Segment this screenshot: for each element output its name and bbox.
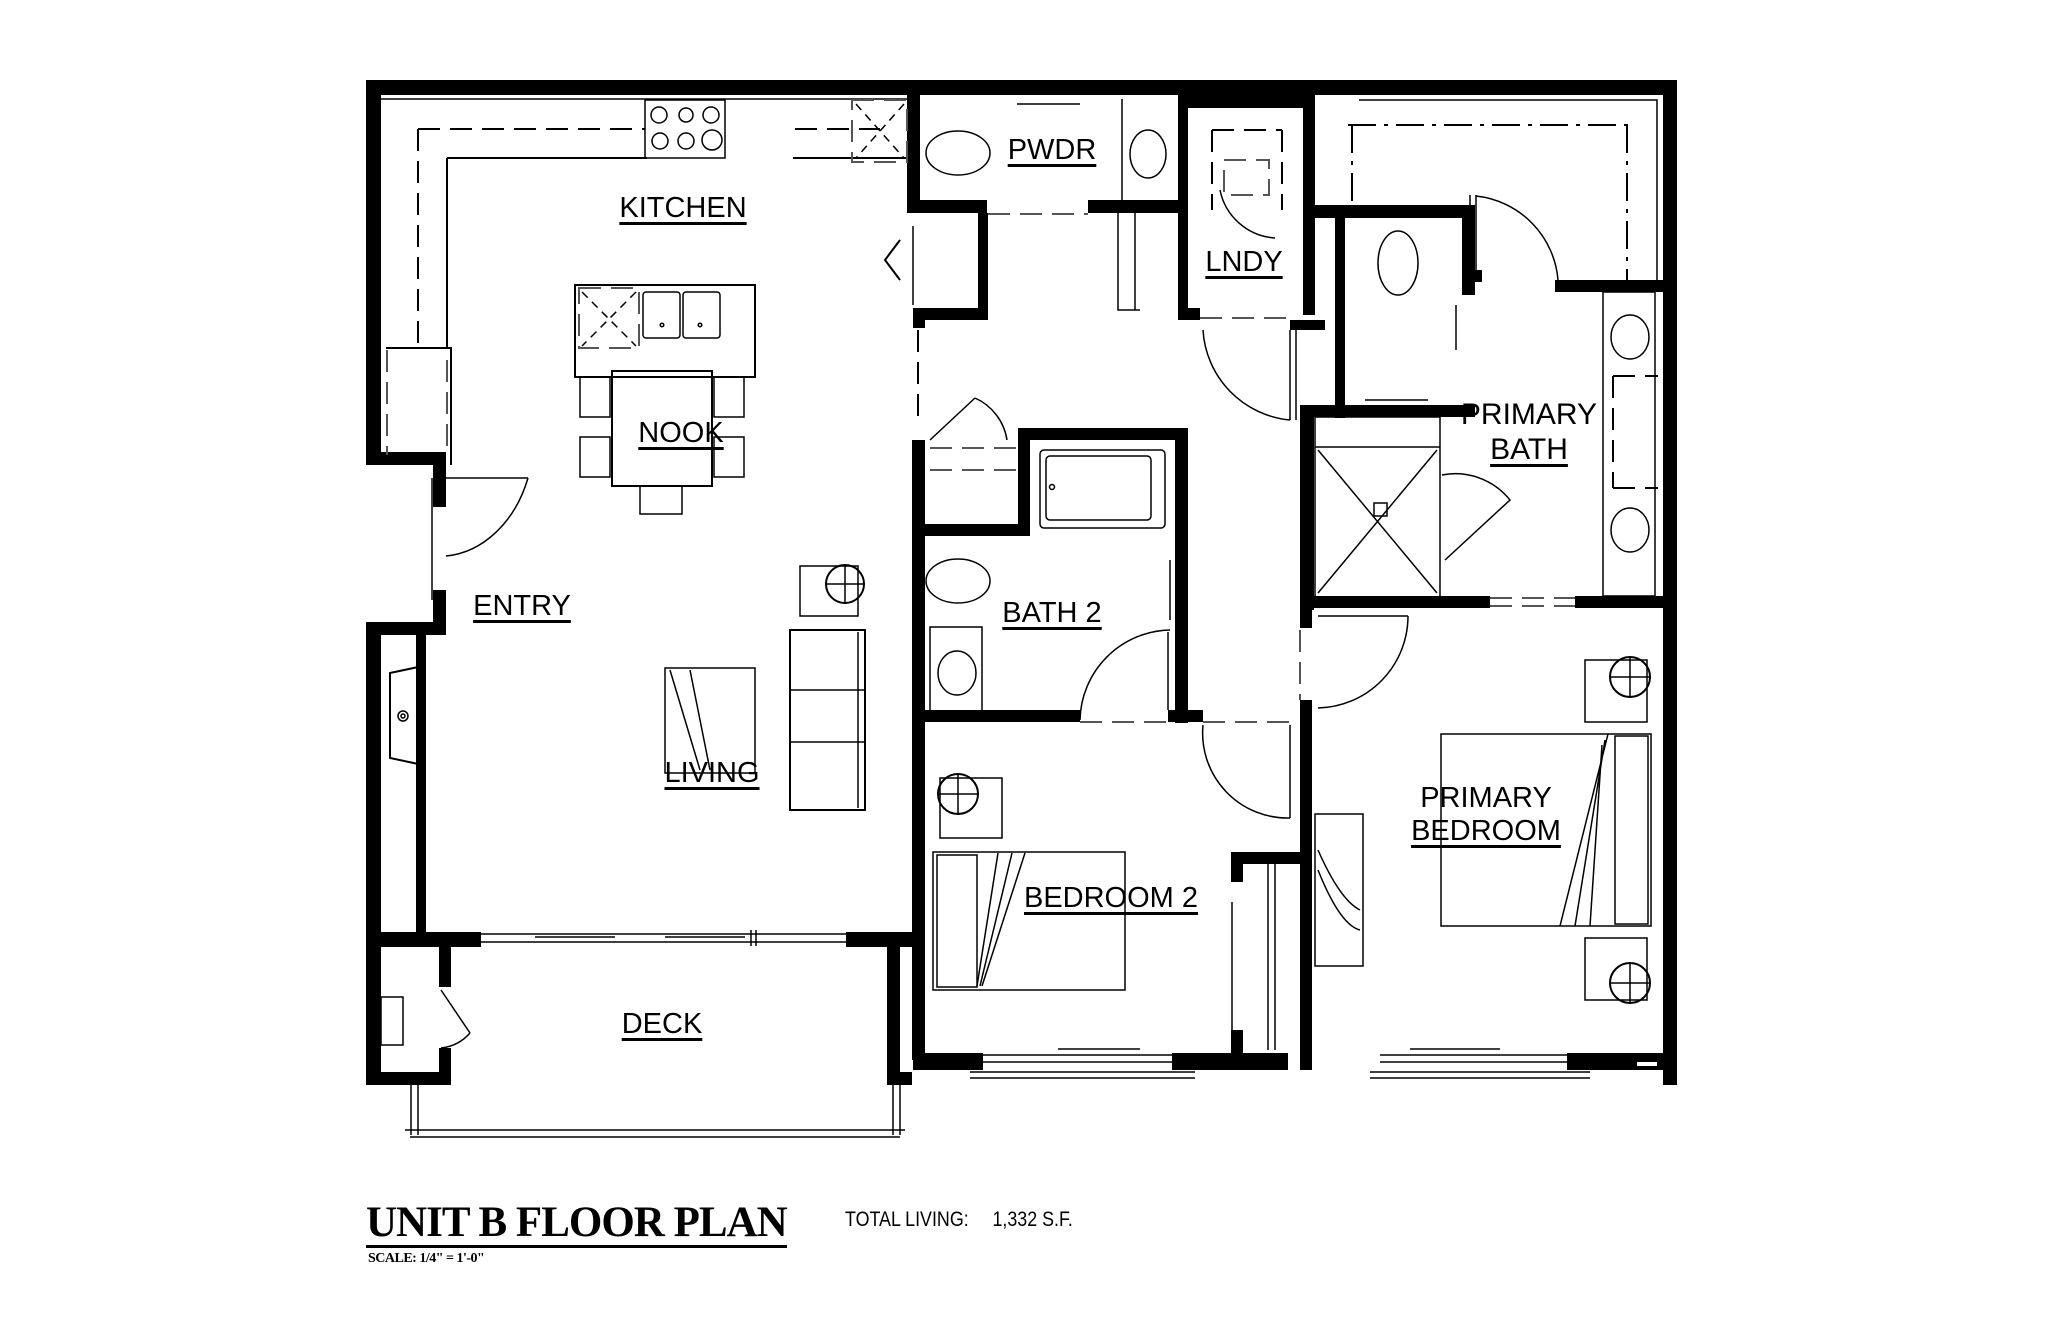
- range-burners-icon: [650, 106, 723, 151]
- deck-details: [380, 989, 905, 1138]
- total-living-value: 1,332 S.F.: [992, 1208, 1073, 1231]
- room-label-bath2: BATH 2: [1002, 597, 1102, 629]
- sink-icon: [642, 291, 721, 339]
- room-label-laundry: LNDY: [1205, 246, 1283, 278]
- room-label-living: LIVING: [664, 757, 760, 789]
- lamp-table-icon: [799, 564, 865, 617]
- primary-bath-fixtures: [1314, 99, 1658, 607]
- powder-room-fixtures: [883, 99, 1167, 311]
- bath2-fixtures: [925, 449, 1298, 723]
- hall-closet: [917, 330, 1018, 471]
- laundry-fixtures: [1200, 129, 1297, 421]
- room-label-kitchen: KITCHEN: [619, 192, 747, 224]
- exterior-walls: [366, 80, 1677, 1085]
- nook-table: [579, 370, 745, 515]
- nightstand-icon: [937, 773, 1003, 839]
- plan-scale: SCALE: 1/4" = 1'-0": [368, 1251, 485, 1266]
- room-label-deck: DECK: [621, 1008, 703, 1040]
- room-label-nook: NOOK: [638, 417, 724, 449]
- nightstand-icon: [1584, 937, 1651, 1004]
- room-label-primary-bedroom: PRIMARY BEDROOM: [1411, 782, 1561, 848]
- total-living-label: TOTAL LIVING:: [845, 1208, 969, 1231]
- room-label-powder: PWDR: [1007, 134, 1097, 166]
- living-slider: [481, 930, 846, 946]
- entry-door: [431, 477, 529, 600]
- plan-title: UNIT B FLOOR PLAN: [366, 1200, 788, 1249]
- total-living: TOTAL LIVING: 1,332 S.F.: [845, 1208, 1097, 1232]
- nightstand-icon: [1584, 656, 1651, 723]
- fireplace-icon: [389, 664, 424, 767]
- living-furniture: [664, 564, 866, 811]
- room-label-primary-bath: PRIMARY BATH: [1460, 398, 1598, 466]
- interior-walls: [907, 95, 1663, 1070]
- room-label-bedroom2: BEDROOM 2: [1023, 882, 1199, 914]
- room-label-entry: ENTRY: [473, 590, 571, 622]
- kitchen-cabinets: [381, 98, 908, 465]
- primary-bedroom-furniture: [1299, 615, 1657, 1079]
- bedroom2-furniture: [932, 724, 1291, 1079]
